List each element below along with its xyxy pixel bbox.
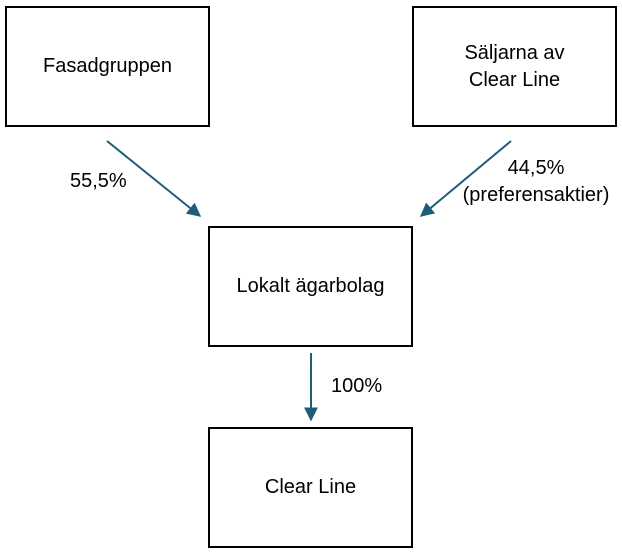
- edge-label-lokalt-share: 100%: [331, 373, 382, 400]
- node-saljarna-label-line1: Säljarna av: [464, 41, 565, 64]
- node-lokalt-label: Lokalt ägarbolag: [236, 275, 385, 297]
- edge-label-right-line2: (preferensaktier): [462, 184, 610, 206]
- edge-label-left-text: 55,5%: [70, 170, 127, 192]
- node-fasadgruppen: Fasadgruppen: [5, 6, 210, 127]
- edge-label-down-text: 100%: [331, 375, 383, 397]
- edge-label-saljarna-share: 44,5% (preferensaktier): [455, 155, 617, 209]
- node-saljarna-label-line2: Clear Line: [468, 68, 561, 91]
- node-lokalt-agarbolag: Lokalt ägarbolag: [208, 226, 413, 347]
- edge-label-fasadgruppen-share: 55,5%: [70, 168, 127, 195]
- node-clear-line-label: Clear Line: [264, 476, 357, 498]
- node-clear-line: Clear Line: [208, 427, 413, 548]
- node-fasadgruppen-label: Fasadgruppen: [43, 55, 172, 77]
- node-saljarna-av-clear-line: Säljarna av Clear Line: [412, 6, 617, 127]
- edge-label-right-line1: 44,5%: [507, 157, 565, 179]
